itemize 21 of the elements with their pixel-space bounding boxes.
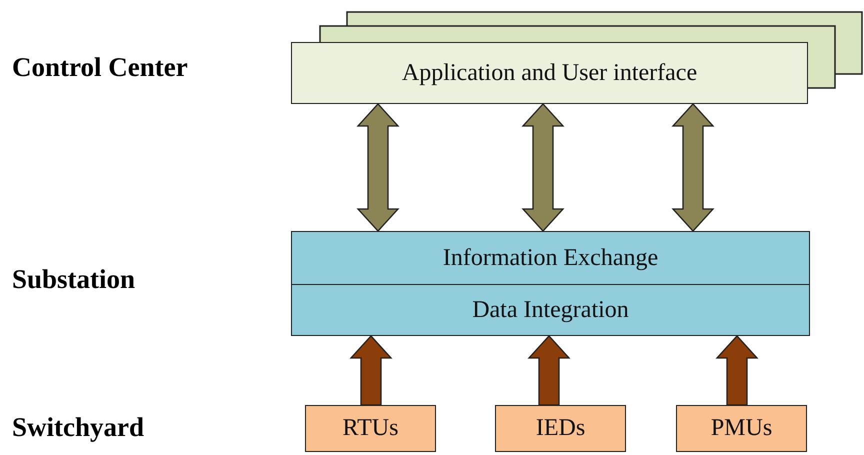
layer-label: Control Center xyxy=(12,52,188,83)
process-box xyxy=(291,231,810,285)
box-label: Data Integration xyxy=(472,296,629,324)
process-box xyxy=(676,405,807,452)
double-arrow xyxy=(356,103,400,232)
block-arrow xyxy=(716,335,758,406)
layer-label: Substation xyxy=(12,264,136,295)
box-label: IEDs xyxy=(536,415,586,442)
process-box xyxy=(291,284,810,336)
double-arrow xyxy=(522,103,564,232)
block-arrow xyxy=(528,335,570,406)
layer-label: Switchyard xyxy=(12,412,144,443)
block-arrow xyxy=(350,335,392,406)
process-box xyxy=(291,42,808,104)
box-label: Application and User interface xyxy=(402,60,698,86)
process-box xyxy=(305,405,436,452)
box-label: RTUs xyxy=(342,415,398,442)
double-arrow xyxy=(672,103,714,232)
box-label: Information Exchange xyxy=(442,244,658,272)
process-box xyxy=(495,405,626,452)
box-label: PMUs xyxy=(710,415,772,442)
